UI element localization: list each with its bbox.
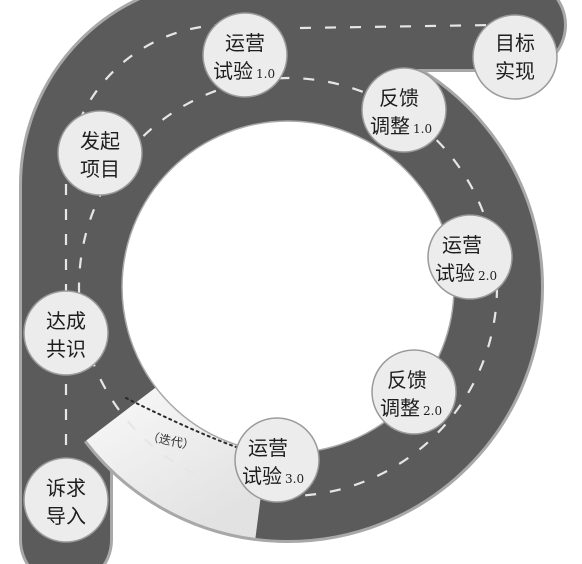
lane-marking-entry [64,23,227,520]
stage-line2: 试验 [435,261,475,285]
stage-version: 2.0 [478,269,497,283]
stage-line2: 调整 [370,114,410,138]
stage-line1: 发起 [80,129,120,153]
stage-line1: 运营 [225,31,265,55]
stage-version: 3.0 [285,472,304,486]
stage-version: 2.0 [423,404,442,418]
stage-nodes: 诉求 导入 达成 共识 发起 项目 运营 试验 1.0 反馈 调整 1.0 [23,12,558,543]
stage-node-project-start[interactable]: 发起 项目 [57,110,143,196]
stage-line1: 诉求 [46,476,86,500]
stage-version: 1.0 [413,122,432,136]
stage-line2: 试验 [242,464,282,488]
stage-line2: 调整 [380,396,420,420]
stage-line1: 运营 [248,436,288,460]
stage-line1: 达成 [46,309,86,333]
stage-node-consensus[interactable]: 达成 共识 [23,290,109,376]
stage-line1: 运营 [442,233,482,257]
stage-node-feedback-2[interactable]: 反馈 调整 2.0 [371,349,457,435]
stage-node-ops-trial-3[interactable]: 运营 试验 3.0 [234,417,320,503]
stage-line2: 导入 [46,504,86,528]
stage-node-ops-trial-1[interactable]: 运营 试验 1.0 [202,12,288,98]
stage-line2: 试验 [213,59,253,83]
lane-marking-top [299,23,496,30]
stage-line1: 反馈 [387,368,427,392]
stage-line2: 实现 [495,59,535,83]
stage-node-feedback-1[interactable]: 反馈 调整 1.0 [361,67,447,153]
stage-line2: 项目 [80,157,120,181]
stage-node-ops-trial-2[interactable]: 运营 试验 2.0 [427,214,513,300]
stage-line1: 目标 [495,31,535,55]
iteration-dotted-line [125,397,237,448]
stage-node-demand-input[interactable]: 诉求 导入 [23,457,109,543]
stage-line2: 共识 [46,337,86,361]
stage-version: 1.0 [256,67,275,81]
stage-line1: 反馈 [379,86,419,110]
stage-node-goal[interactable]: 目标 实现 [472,14,558,100]
